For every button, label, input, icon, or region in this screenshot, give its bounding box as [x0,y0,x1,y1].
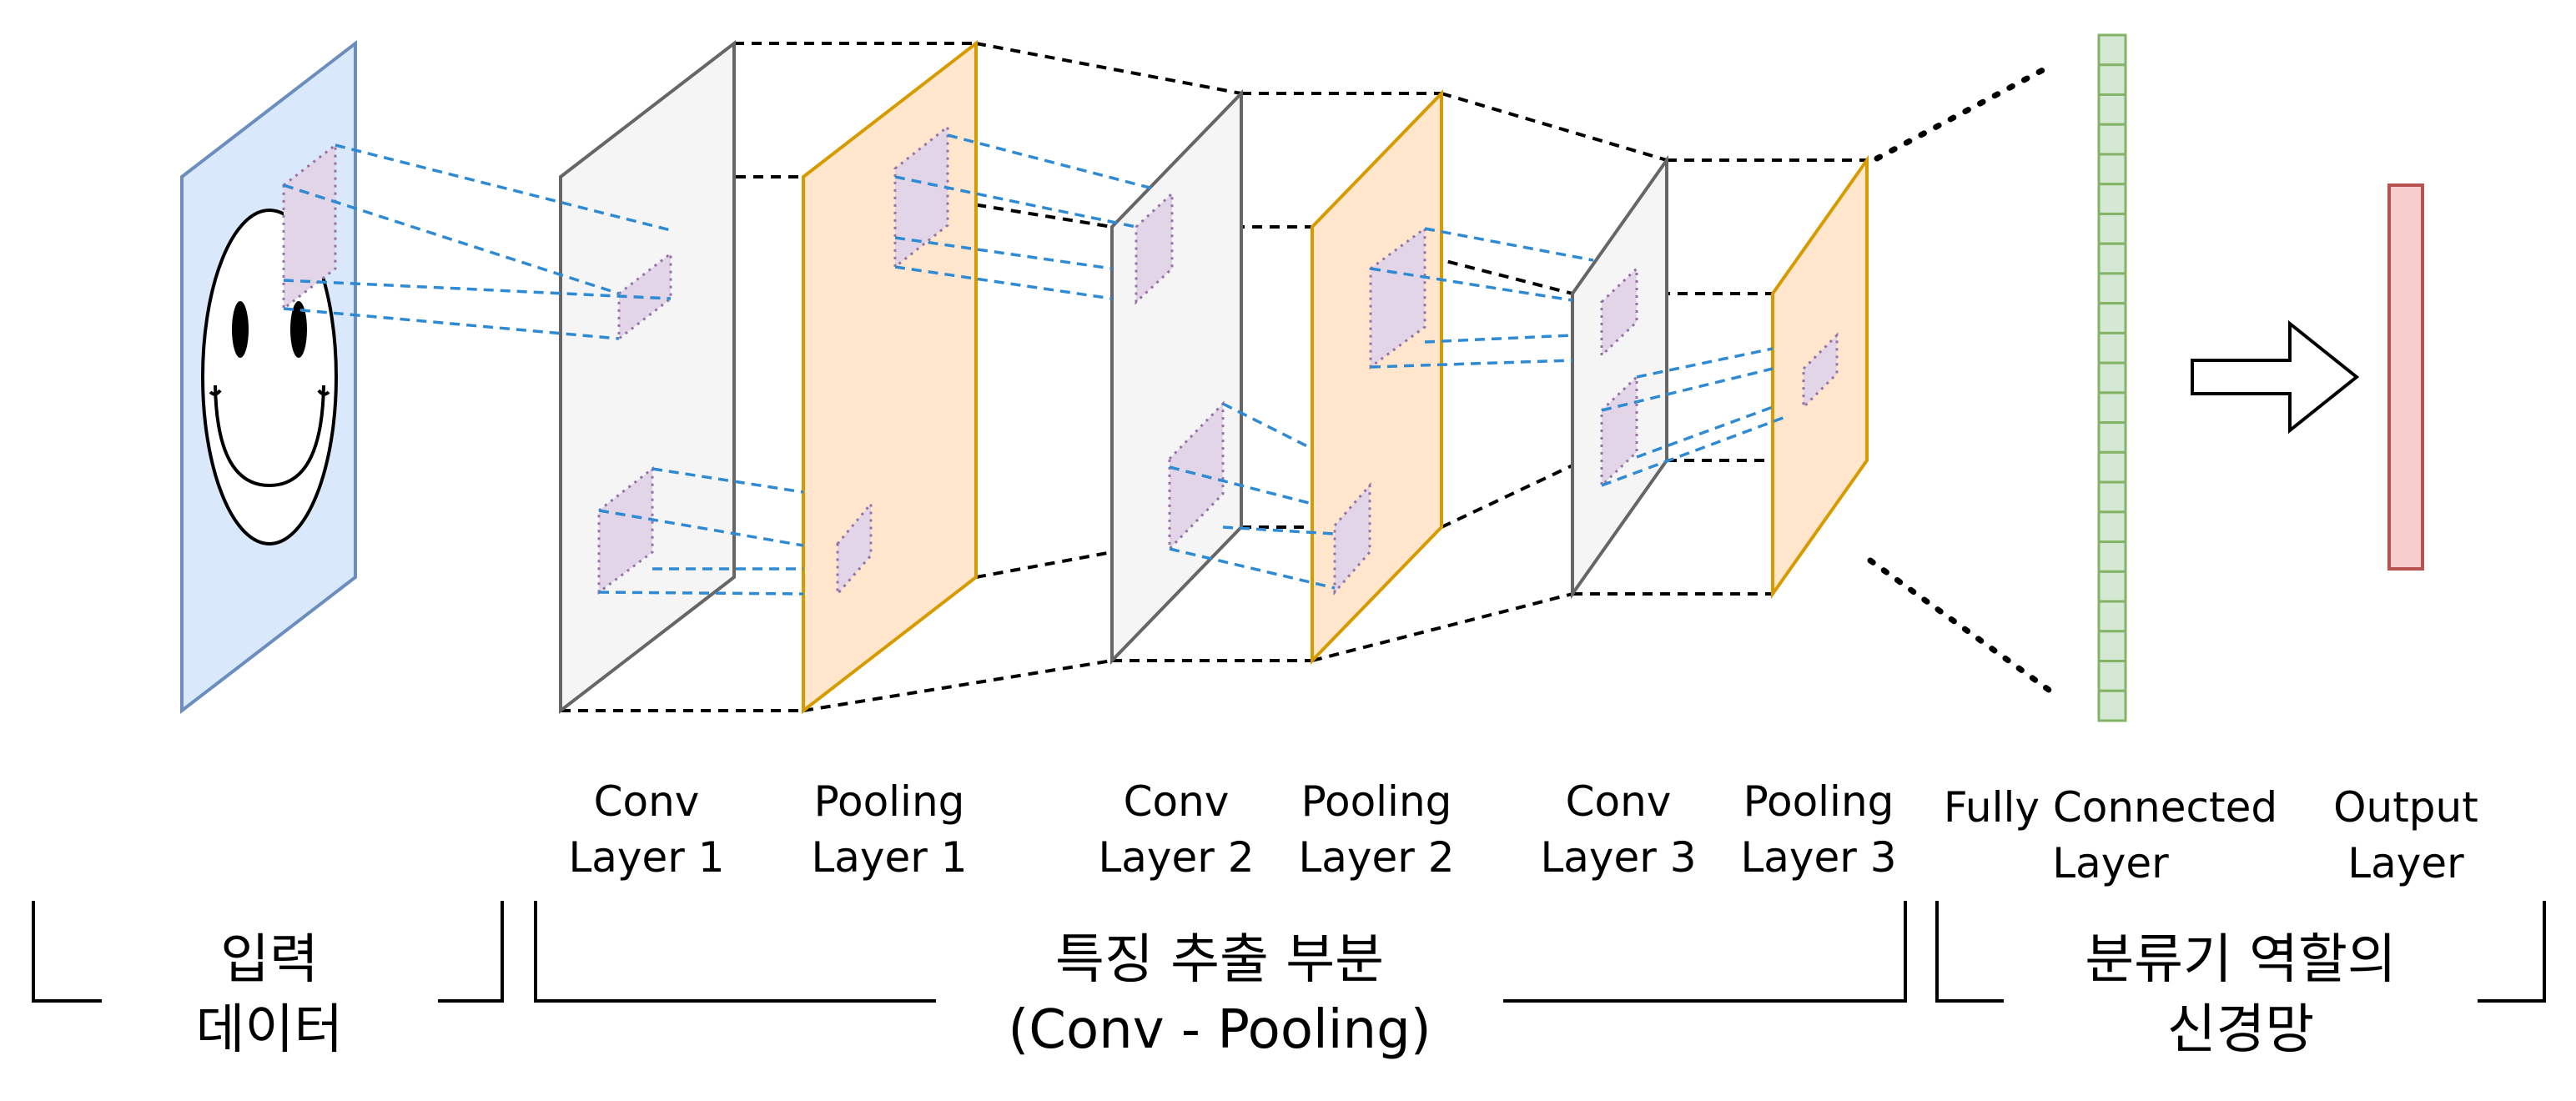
fc-dotted-lines [1867,62,2055,696]
output-label-line2: Layer [2347,839,2464,887]
fc-neuron-cell [2097,450,2127,484]
pool1-patch-bottom [836,500,873,598]
input-section-line1: 입력 [220,929,319,991]
right-arrow-icon [2191,319,2360,435]
fc-neuron-cell [2097,421,2127,454]
fc-label-line1: Fully Connected [1944,783,2277,832]
fc-neuron-cell [2097,600,2127,633]
fc-neuron-cell [2097,93,2127,126]
fc-neuron-cell [2097,242,2127,275]
conv1-label-line1: Conv [594,777,700,826]
fc-neuron-cell [2097,183,2127,215]
conv2-patch-top [1135,190,1174,305]
conv3-patch-bottom [1600,374,1638,489]
fc-neuron-cell [2097,660,2127,692]
conv3-label-line2: Layer 3 [1540,833,1696,882]
fc-neuron-cell [2097,153,2127,186]
fc-neuron-cell [2097,689,2127,722]
section-brackets [32,901,2546,1003]
pool3-patch [1802,332,1839,410]
fc-label-line2: Layer [2052,839,2169,887]
output-label-line1: Output [2333,783,2478,832]
fc-neuron-cell [2097,630,2127,663]
classifier-section-line1: 분류기 역할의 [2085,929,2397,991]
input-section-line2: 데이터 [196,999,344,1061]
input-patch [282,142,337,312]
pool1-label-line2: Layer 1 [811,833,967,882]
feature-section-line2: (Conv - Pooling) [1008,999,1431,1061]
pool2-patch-top [1369,226,1426,370]
pool2-patch-bottom [1333,482,1371,596]
fc-neuron-cell [2097,123,2127,156]
fc-neuron-cell [2097,480,2127,514]
fc-neuron-cell [2097,63,2127,96]
conv-layer-2-plane [1110,89,1243,665]
output-layer-bar [2387,184,2424,571]
receptive-field-links [283,133,1786,596]
conv1-patch-bottom [597,465,654,595]
fc-neuron-cell [2097,212,2127,245]
conv1-label-line2: Layer 1 [568,833,724,882]
pool2-label-line2: Layer 2 [1298,833,1454,882]
fc-neuron-cell [2097,302,2127,334]
conv-layer-3-plane [1571,154,1668,600]
pool2-label-line1: Pooling [1301,777,1452,826]
fc-neuron-cell [2097,33,2127,67]
fc-neuron-cell [2097,540,2127,573]
conv1-patch-top [617,250,672,342]
conv3-patch-top [1600,265,1638,359]
pool3-label-line2: Layer 3 [1740,833,1896,882]
pool1-label-line1: Pooling [814,777,965,826]
pooling-layer-1-plane [802,39,978,715]
conv2-label-line2: Layer 2 [1098,833,1254,882]
fc-neuron-cell [2097,391,2127,425]
pool1-patch-top [893,123,949,270]
conv-layer-1-plane [559,39,736,715]
conv3-label-line1: Conv [1566,777,1672,826]
pool3-label-line1: Pooling [1743,777,1894,826]
conv2-label-line1: Conv [1124,777,1230,826]
feature-section-line1: 특징 추출 부분 [1055,929,1384,991]
conv2-patch-bottom [1168,400,1225,552]
fc-neuron-cell [2097,510,2127,544]
classifier-section-line2: 신경망 [2167,999,2315,1061]
layer-connectors [561,42,1867,712]
fc-neuron-cell [2097,272,2127,305]
fc-neuron-cell [2097,570,2127,603]
pooling-layer-2-plane [1311,89,1443,665]
fc-neuron-cell [2097,331,2127,364]
fc-neuron-cell [2097,361,2127,395]
fully-connected-layer [2097,33,2127,722]
